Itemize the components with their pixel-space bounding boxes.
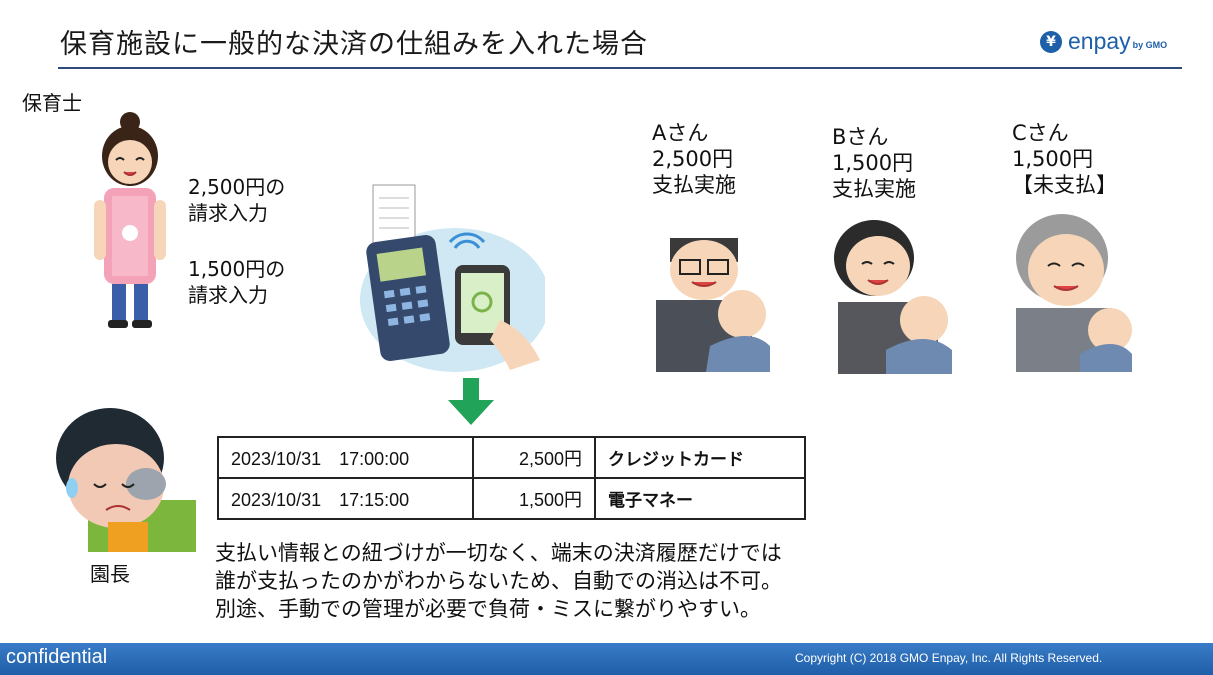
transaction-history-table: 2023/10/31 17:00:00 2,500円 クレジットカード 2023…	[217, 436, 806, 520]
parent-c-amount: 1,500円	[1012, 147, 1094, 171]
footer-bar	[0, 643, 1213, 675]
parent-a-status: 支払実施	[652, 173, 736, 197]
parent-b-amount: 1,500円	[832, 151, 914, 175]
description-line-2: 誰が支払ったのかがわからないため、自動での消込は不可。	[215, 569, 782, 593]
parent-c-name: Cさん	[1012, 121, 1069, 145]
payment-terminal-illustration	[360, 184, 545, 372]
billing-1-line1: 2,500円の	[188, 175, 286, 199]
copyright-text: Copyright (C) 2018 GMO Enpay, Inc. All R…	[795, 651, 1103, 665]
teacher-label: 保育士	[22, 91, 82, 115]
billing-2-line1: 1,500円の	[188, 257, 286, 281]
billing-1-line2: 請求入力	[188, 201, 268, 225]
problem-description: 支払い情報との紐づけが一切なく、端末の決済履歴だけでは 誰が支払ったのかがわから…	[215, 539, 782, 623]
parent-b-illustration	[812, 216, 952, 374]
enpay-logo: ¥ enpay by GMO	[1040, 28, 1167, 55]
confidential-label: confidential	[6, 646, 108, 668]
parent-a-name: Aさん	[652, 121, 709, 145]
tx-method: クレジットカード	[594, 436, 806, 479]
parent-c-info: Cさん 1,500円 【未支払】	[1012, 120, 1117, 198]
parent-b-status: 支払実施	[832, 177, 916, 201]
description-line-3: 別途、手動での管理が必要で負荷・ミスに繋がりやすい。	[215, 597, 761, 621]
parent-c-illustration	[1010, 208, 1132, 372]
tx-amount: 1,500円	[472, 477, 596, 520]
director-illustration	[56, 408, 196, 552]
parent-a-amount: 2,500円	[652, 147, 734, 171]
parent-c-status: 【未支払】	[1012, 173, 1117, 197]
tx-amount: 2,500円	[472, 436, 596, 479]
parent-b-info: Bさん 1,500円 支払実施	[832, 124, 916, 202]
parent-a-illustration	[650, 236, 772, 372]
logo-brand: enpay	[1068, 28, 1131, 54]
table-row: 2023/10/31 17:15:00 1,500円 電子マネー	[217, 477, 806, 520]
tx-method: 電子マネー	[594, 477, 806, 520]
billing-2-text: 1,500円の 請求入力	[188, 256, 285, 308]
title-divider	[58, 67, 1182, 69]
parent-a-info: Aさん 2,500円 支払実施	[652, 120, 736, 198]
billing-1-text: 2,500円の 請求入力	[188, 174, 285, 226]
tx-datetime: 2023/10/31 17:00:00	[217, 436, 474, 479]
logo-byline: by GMO	[1132, 39, 1168, 50]
billing-2-line2: 請求入力	[188, 283, 268, 307]
slide-title: 保育施設に一般的な決済の仕組みを入れた場合	[60, 29, 648, 60]
table-row: 2023/10/31 17:00:00 2,500円 クレジットカード	[217, 436, 806, 479]
tx-datetime: 2023/10/31 17:15:00	[217, 477, 474, 520]
director-label: 園長	[90, 562, 130, 586]
teacher-illustration	[94, 112, 166, 328]
description-line-1: 支払い情報との紐づけが一切なく、端末の決済履歴だけでは	[215, 541, 782, 565]
yen-logo-icon: ¥	[1040, 30, 1062, 53]
down-arrow-icon	[448, 378, 494, 425]
parent-b-name: Bさん	[832, 125, 889, 149]
